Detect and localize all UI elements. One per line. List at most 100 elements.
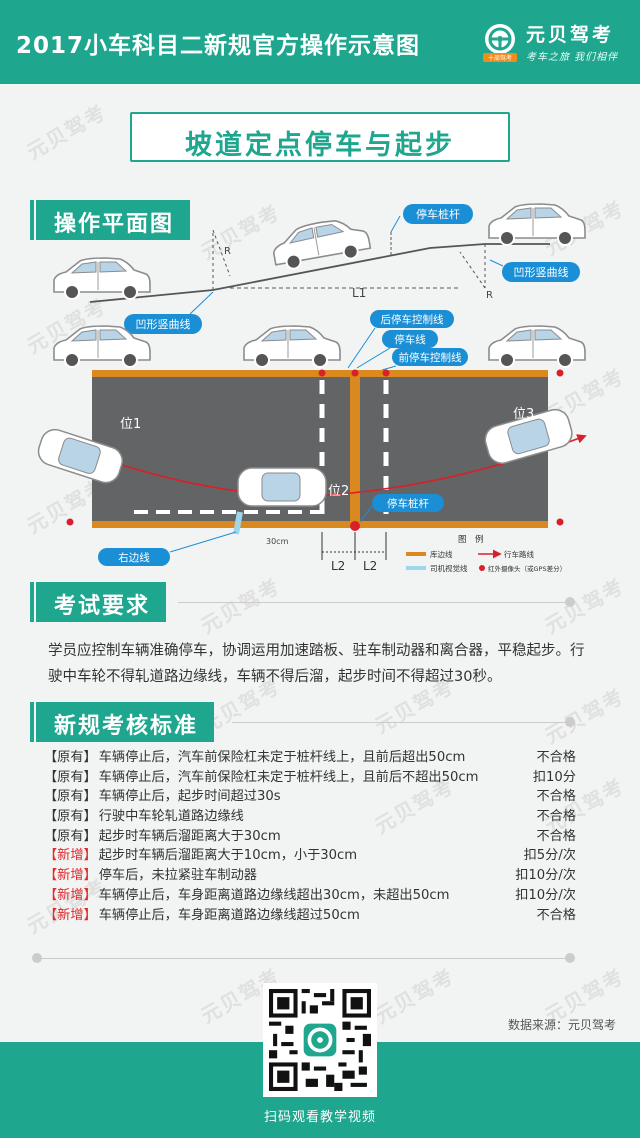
l1-label: L1 bbox=[352, 286, 366, 300]
rule-tag-new: 【新增】 bbox=[44, 907, 97, 923]
radius-label-left: R bbox=[224, 246, 231, 257]
legend-title: 图 例 bbox=[458, 534, 484, 545]
divider bbox=[232, 722, 568, 723]
divider-dot bbox=[565, 597, 575, 607]
svg-text:停车线: 停车线 bbox=[394, 333, 426, 346]
topic-banner: 坡道定点停车与起步 bbox=[130, 112, 510, 162]
svg-text:L2: L2 bbox=[331, 559, 345, 573]
rule-result: 扣10分/次 bbox=[515, 868, 576, 884]
data-source: 数据来源：元贝驾考 bbox=[507, 1018, 616, 1032]
rule-desc: 起步时车辆后溜距离大于10cm，小于30cm bbox=[98, 848, 358, 864]
header-bar: 2017小车科目二新规官方操作示意图 十周驾考 元贝驾考 考车之旅 我们相伴 bbox=[0, 0, 640, 84]
position-2-label: 位2 bbox=[328, 484, 349, 499]
operation-plan-diagram: R R L1 停车桩杆 凹形竖曲线 凹形竖曲线 后停车控制线 bbox=[37, 203, 587, 573]
legend-route: 行车路线 bbox=[504, 549, 534, 559]
label-stop-pole-top: 停车桩杆 bbox=[403, 204, 473, 224]
rule-desc: 车辆停止后，车身距离道路边缘线超出30cm，未超出50cm bbox=[98, 887, 450, 903]
rule-desc: 车辆停止后，汽车前保险杠未定于桩杆线上，且前后超出50cm bbox=[98, 750, 466, 765]
standard-row: 【新增】停车后，未拉紧驻车制动器 扣10分/次 bbox=[44, 866, 584, 886]
standard-row: 【原有】车辆停止后，起步时间超过30s 不合格 bbox=[44, 787, 584, 807]
section-tab-requirement: 考试要求 bbox=[29, 582, 167, 622]
divider bbox=[42, 958, 566, 959]
brand-slogan: 考车之旅 我们相伴 bbox=[526, 52, 619, 63]
brand[interactable]: 十周驾考 元贝驾考 考车之旅 我们相伴 bbox=[482, 18, 622, 70]
svg-text:停车桩杆: 停车桩杆 bbox=[416, 207, 460, 221]
topic-title: 坡道定点停车与起步 bbox=[185, 130, 455, 161]
rule-tag: 【原有】 bbox=[44, 769, 97, 785]
car-icon bbox=[53, 257, 151, 300]
watermark: 元贝驾考 bbox=[370, 963, 459, 1029]
rule-tag: 【原有】 bbox=[44, 789, 97, 805]
svg-text:停车桩杆: 停车桩杆 bbox=[387, 497, 429, 510]
qr-caption: 扫码观看教学视频 bbox=[263, 1110, 376, 1125]
l2-dimension: L2 L2 bbox=[321, 532, 387, 573]
rule-result: 不合格 bbox=[536, 809, 576, 825]
rule-result: 不合格 bbox=[536, 789, 576, 805]
legend-sight-line: 司机视觉线 bbox=[430, 563, 468, 573]
rule-result: 扣5分/次 bbox=[523, 848, 576, 864]
standard-row: 【原有】车辆停止后，汽车前保险杠未定于桩杆线上，且前后不超出50cm 扣10分 bbox=[44, 768, 584, 788]
label-right-edge-line: 右边线 bbox=[98, 531, 237, 566]
diagram-legend: 图 例 库边线 行车路线 司机视觉线 红外摄像头（或GPS差分） bbox=[406, 534, 566, 573]
svg-text:前停车控制线: 前停车控制线 bbox=[399, 351, 462, 364]
divider-dot bbox=[565, 953, 575, 963]
qr-code-icon bbox=[269, 989, 371, 1091]
rule-result: 不合格 bbox=[536, 828, 576, 844]
car-icon bbox=[243, 325, 341, 368]
car-icon bbox=[488, 325, 586, 368]
svg-text:后停车控制线: 后停车控制线 bbox=[381, 313, 444, 326]
rule-tag-new: 【新增】 bbox=[44, 887, 97, 903]
rule-tag: 【原有】 bbox=[44, 750, 97, 765]
rule-result: 扣10分/次 bbox=[515, 887, 576, 903]
divider bbox=[178, 602, 568, 603]
car-top-icon bbox=[237, 467, 327, 507]
standard-row: 【新增】车辆停止后，车身距离道路边缘线超过50cm 不合格 bbox=[44, 906, 584, 926]
standard-row: 【原有】行驶中车轮轧道路边缘线 不合格 bbox=[44, 807, 584, 827]
brand-name: 元贝驾考 bbox=[526, 24, 615, 46]
svg-text:凹形竖曲线: 凹形竖曲线 bbox=[136, 317, 191, 331]
rule-result: 不合格 bbox=[536, 907, 576, 923]
rule-desc: 停车后，未拉紧驻车制动器 bbox=[98, 868, 257, 884]
watermark: 元贝驾考 bbox=[540, 683, 629, 749]
brand-badge: 十周驾考 bbox=[488, 54, 512, 62]
gap-label: 30cm bbox=[266, 537, 289, 546]
rule-desc: 行驶中车轮轧道路边缘线 bbox=[98, 809, 244, 825]
page-title: 2017小车科目二新规官方操作示意图 bbox=[16, 33, 421, 59]
rule-tag-new: 【新增】 bbox=[44, 848, 97, 864]
rule-desc: 起步时车辆后溜距离大于30cm bbox=[98, 828, 281, 844]
qr-code[interactable] bbox=[263, 983, 377, 1097]
label-stop-line: 停车线 bbox=[356, 330, 438, 369]
section-tab-plan: 操作平面图 bbox=[29, 200, 191, 240]
divider-dot bbox=[32, 953, 42, 963]
rule-tag: 【原有】 bbox=[44, 809, 97, 825]
standard-row: 【原有】车辆停止后，汽车前保险杠未定于桩杆线上，且前后超出50cm 不合格 bbox=[44, 748, 584, 768]
svg-text:右边线: 右边线 bbox=[118, 551, 150, 564]
rule-desc: 车辆停止后，车身距离道路边缘线超过50cm bbox=[98, 907, 360, 923]
standards-list: 【原有】车辆停止后，汽车前保险杠未定于桩杆线上，且前后超出50cm 不合格 【原… bbox=[44, 748, 584, 925]
road-top-view: 位1 位2 位3 bbox=[37, 369, 587, 535]
car-icon bbox=[488, 203, 586, 246]
watermark: 元贝驾考 bbox=[22, 99, 111, 165]
svg-text:凹形竖曲线: 凹形竖曲线 bbox=[514, 265, 569, 279]
steering-wheel-logo-icon: 十周驾考 bbox=[483, 24, 517, 62]
rule-desc: 车辆停止后，起步时间超过30s bbox=[98, 789, 281, 805]
rule-result: 扣10分 bbox=[532, 769, 576, 785]
label-front-stop-line: 前停车控制线 bbox=[381, 348, 468, 371]
label-rear-stop-line: 后停车控制线 bbox=[347, 310, 454, 369]
radius-label-right: R bbox=[486, 290, 493, 301]
divider-dot bbox=[565, 717, 575, 727]
legend-camera: 红外摄像头（或GPS差分） bbox=[488, 564, 566, 573]
rule-result: 不合格 bbox=[536, 750, 576, 765]
slope-side-view: R R L1 bbox=[53, 203, 586, 303]
standard-row: 【新增】车辆停止后，车身距离道路边缘线超出30cm，未超出50cm 扣10分/次 bbox=[44, 886, 584, 906]
rule-tag-new: 【新增】 bbox=[44, 868, 97, 884]
section-tab-standard: 新规考核标准 bbox=[29, 702, 215, 742]
standard-row: 【原有】起步时车辆后溜距离大于30cm 不合格 bbox=[44, 827, 584, 847]
position-3-label: 位3 bbox=[513, 407, 534, 422]
label-concave-curve-right: 凹形竖曲线 bbox=[489, 259, 580, 282]
car-top-icon bbox=[37, 428, 123, 484]
legend-edge-line: 库边线 bbox=[430, 549, 453, 559]
car-top-icon bbox=[484, 408, 573, 464]
rule-desc: 车辆停止后，汽车前保险杠未定于桩杆线上，且前后不超出50cm bbox=[98, 769, 479, 785]
